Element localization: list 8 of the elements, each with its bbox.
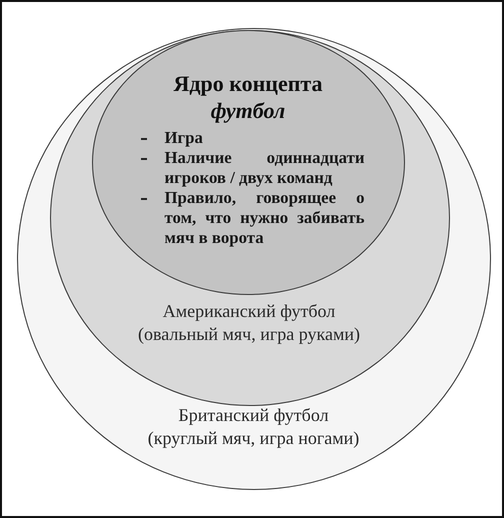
category-description: (круглый мяч, игра ногами) [148, 426, 360, 450]
category-label: Американский футбол [162, 300, 336, 323]
core-heading: Ядро концепта футбол [173, 70, 322, 124]
bullet-item: Наличие одиннадцати игроков / двух команд [164, 148, 364, 188]
category-label: Британский футбол [178, 404, 329, 426]
category-description: (овальный мяч, игра руками) [138, 323, 360, 346]
bullet-item: Правило, говорящее о том, что нужно забивать мяч в ворота [164, 188, 364, 248]
bullet-item: Игра [164, 128, 204, 148]
